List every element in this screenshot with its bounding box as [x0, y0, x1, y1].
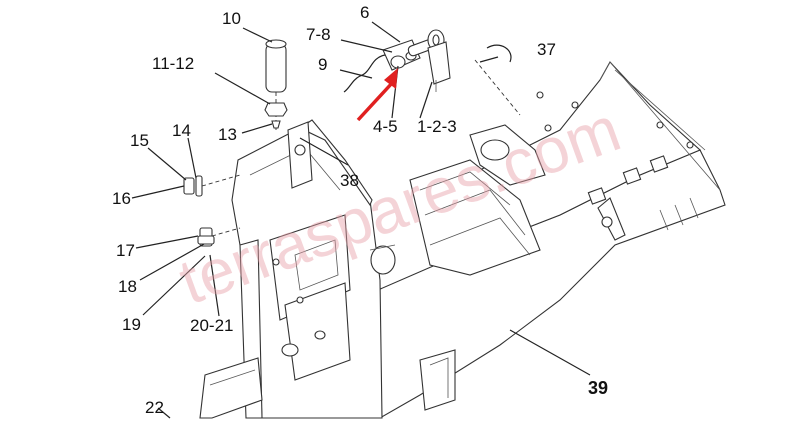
callout-16: 16 [112, 189, 131, 208]
callout-labels: 10 6 7-8 9 11-12 37 13 14 15 4-5 1-2-3 1… [112, 3, 608, 417]
fitting-part-17 [197, 227, 241, 247]
callout-39: 39 [588, 378, 608, 398]
bolt-part-16 [183, 174, 241, 197]
callout-11-12: 11-12 [152, 54, 194, 73]
callout-4-5: 4-5 [373, 117, 398, 136]
leader-lines [131, 21, 591, 419]
callout-20-21: 20-21 [190, 316, 233, 335]
highlight-arrow [356, 68, 398, 122]
front-tower [231, 119, 396, 419]
callout-15: 15 [130, 131, 149, 150]
callout-22: 22 [145, 398, 164, 417]
callout-1-2-3: 1-2-3 [417, 117, 457, 136]
callout-7-8: 7-8 [306, 25, 331, 44]
lower-arm [199, 357, 263, 419]
bracket-part-37 [474, 44, 521, 116]
pin-assembly-1-2-3 [427, 29, 451, 92]
callout-6: 6 [360, 3, 369, 22]
callout-13: 13 [218, 125, 237, 144]
callout-10: 10 [222, 9, 241, 28]
callout-18: 18 [118, 277, 137, 296]
main-frame [354, 61, 726, 419]
callout-9: 9 [318, 55, 327, 74]
callout-17: 17 [116, 241, 135, 260]
callout-37: 37 [537, 40, 556, 59]
nut-part-11-12 [264, 102, 288, 129]
callout-19: 19 [122, 315, 141, 334]
callout-38: 38 [340, 171, 359, 190]
callout-14: 14 [172, 121, 191, 140]
